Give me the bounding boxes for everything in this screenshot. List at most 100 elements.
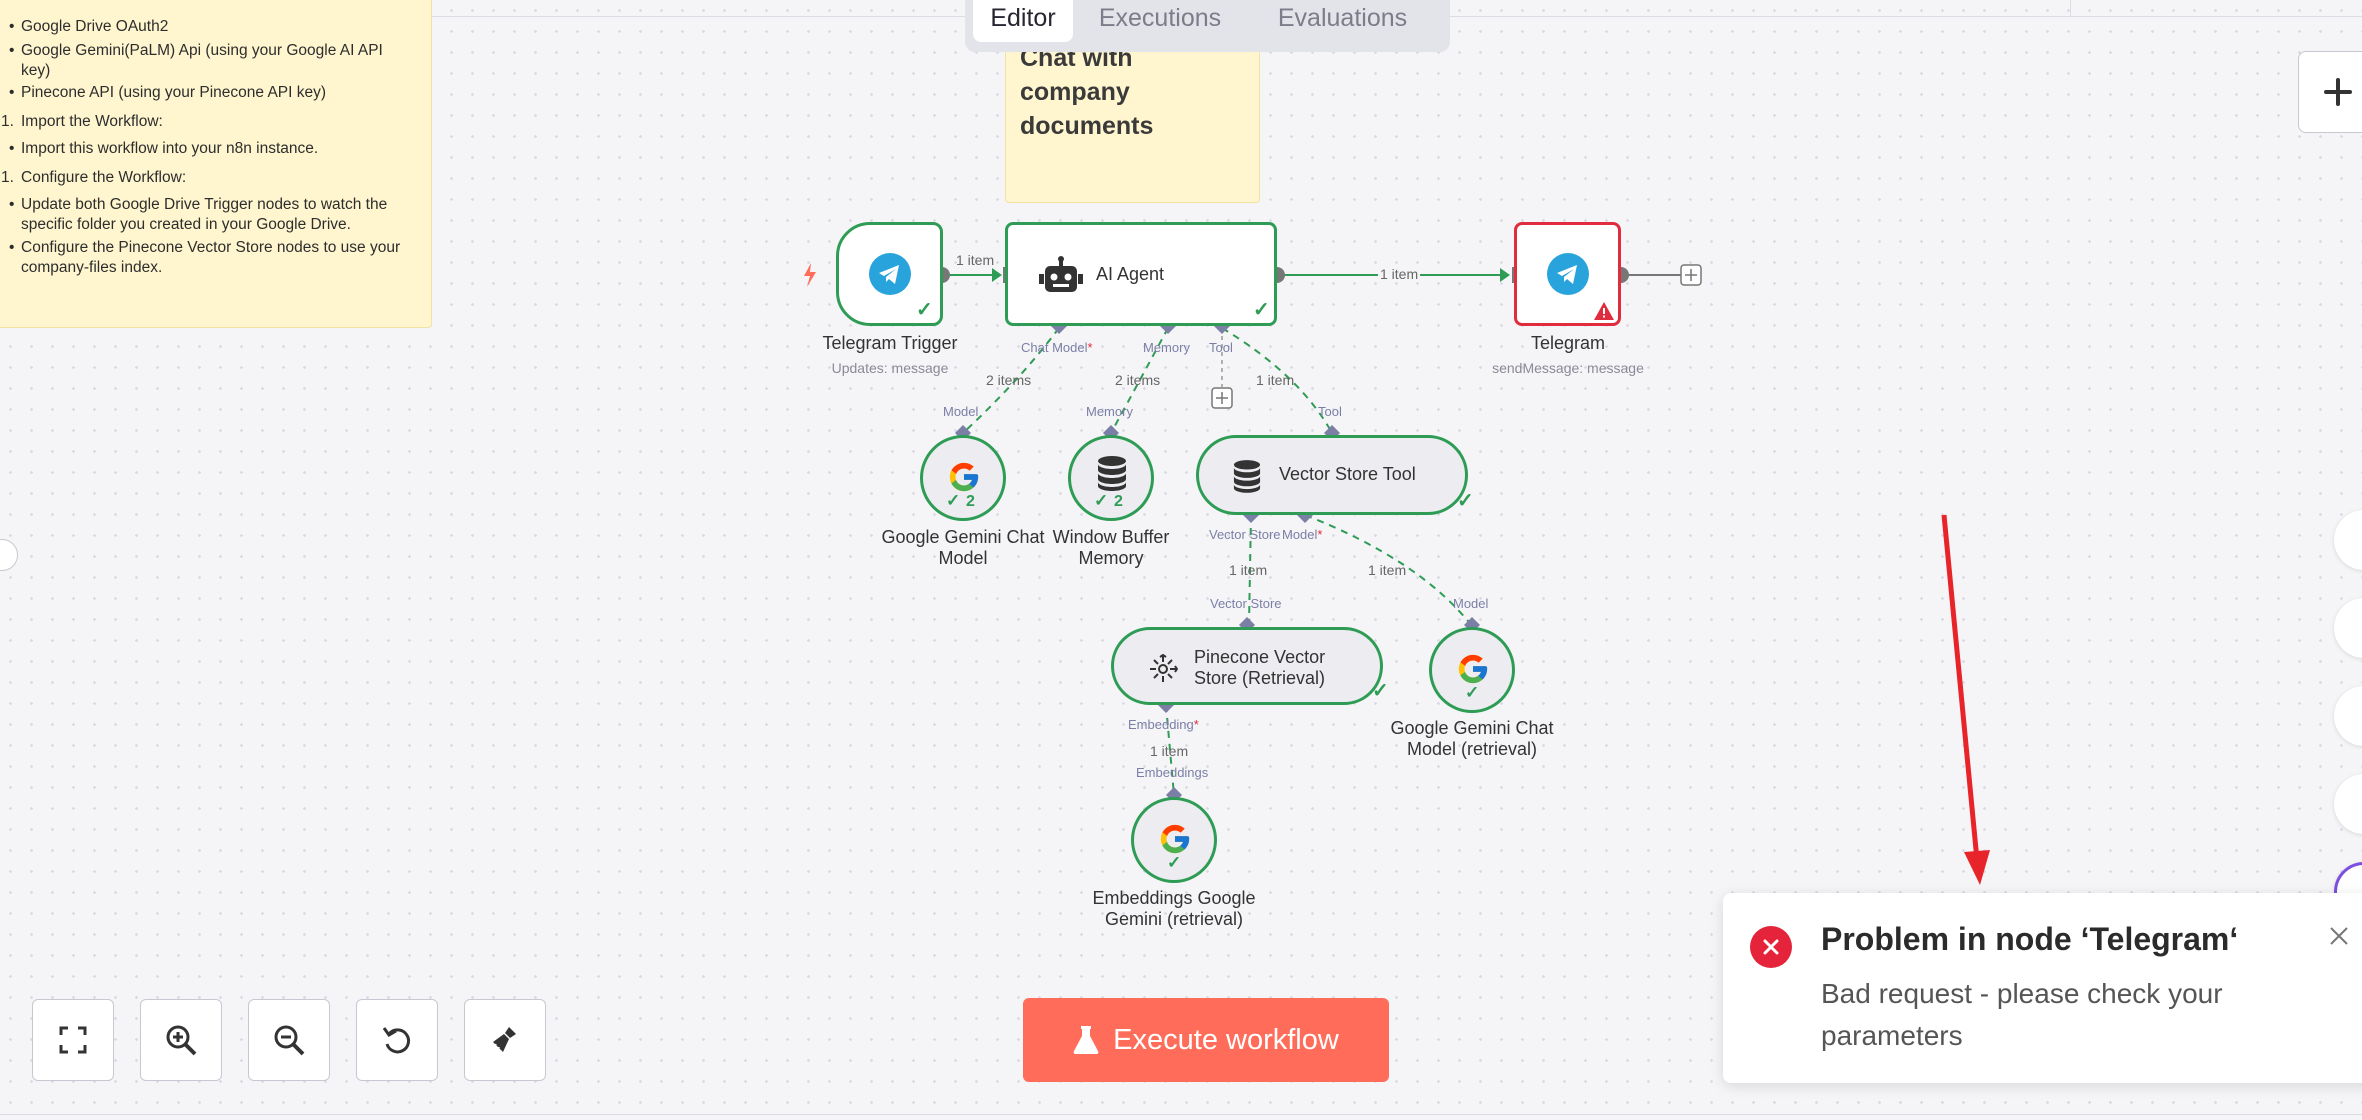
port-label-model-in: Model	[1453, 596, 1489, 611]
sticky-marker: •	[9, 42, 15, 59]
node-title-line: Model	[938, 548, 988, 568]
toast-message: Bad request - please check your paramete…	[1821, 978, 2223, 1051]
node-telegram-trigger[interactable]: ✓	[836, 222, 943, 326]
node-title-line: Embeddings Google	[1092, 888, 1256, 908]
add-node-button[interactable]	[2298, 51, 2362, 133]
sticky-line: specific folder you created in your Goog…	[21, 216, 351, 233]
node-title-vector-store-tool: Vector Store Tool	[1279, 464, 1416, 484]
node-title-line: Google Gemini Chat	[881, 527, 1045, 547]
success-check-icon: ✓	[1167, 853, 1182, 872]
execute-workflow-label: Execute workflow	[1113, 1023, 1339, 1056]
port-label-memory: Memory	[1143, 340, 1190, 355]
sticky-marker: •	[9, 196, 15, 213]
node-title-telegram-trigger: Telegram Trigger	[822, 333, 958, 353]
database-icon	[1091, 452, 1133, 494]
google-icon	[1154, 818, 1196, 860]
port-label-embeddings-in: Embeddings	[1136, 765, 1209, 780]
success-check-icon: ✓	[1253, 299, 1270, 321]
node-title-window-buffer-memory: Window Buffer Memory	[1011, 527, 1211, 569]
sticky-line: Update both Google Drive Trigger nodes t…	[21, 196, 388, 213]
node-google-gemini-chat-model[interactable]: ✓ 2	[920, 435, 1006, 521]
tab-executions[interactable]: Executions	[1098, 4, 1222, 32]
node-window-buffer-memory[interactable]: ✓ 2	[1068, 435, 1154, 521]
node-vector-store-tool[interactable]: Vector Store Tool ✓	[1196, 435, 1474, 515]
google-icon	[1452, 648, 1494, 690]
required-mark: *	[1087, 340, 1093, 355]
zoom-out-button[interactable]	[248, 999, 330, 1081]
sticky-line: key)	[21, 62, 51, 79]
google-icon	[943, 456, 985, 498]
telegram-icon	[866, 250, 914, 298]
bottom-divider	[0, 1114, 2362, 1115]
sticky-marker: 1.	[1, 169, 14, 186]
required-mark: *	[1317, 527, 1323, 542]
robot-icon	[1038, 255, 1084, 297]
required-mark: *	[1193, 717, 1199, 732]
node-title-line: Gemini (retrieval)	[1104, 909, 1244, 929]
execute-workflow-button[interactable]: Execute workflow	[1023, 998, 1389, 1082]
port-label-embedding-out: Embedding*	[1128, 717, 1199, 732]
zoom-out-icon	[274, 1025, 305, 1056]
edge-label-model-retrieval: 1 item	[1368, 562, 1407, 578]
sticky-line: Pinecone API (using your Pinecone API ke…	[21, 84, 327, 101]
node-title-google-gemini-chat-model: Google Gemini Chat Model	[863, 527, 1063, 569]
sticky-chat-title-line: documents	[1020, 112, 1154, 140]
port-label-vector-store-out: Vector Store	[1209, 527, 1281, 542]
pinecone-icon	[1146, 652, 1180, 686]
undo-icon	[382, 1027, 411, 1054]
port-label-model: Model	[943, 404, 979, 419]
sticky-chat-title-line: company	[1020, 78, 1130, 106]
port-label-tool: Tool	[1209, 340, 1233, 355]
broom-icon	[493, 1027, 516, 1054]
database-icon	[1229, 457, 1265, 495]
telegram-icon	[1544, 250, 1592, 298]
node-ai-agent[interactable]: AI Agent ✓	[1005, 222, 1277, 326]
node-subtitle-telegram: sendMessage: message	[1492, 360, 1644, 376]
node-pinecone-vector-store[interactable]: Pinecone Vector Store (Retrieval) ✓	[1111, 627, 1389, 705]
fit-view-icon	[59, 1026, 87, 1054]
sticky-marker: •	[9, 84, 15, 101]
node-title-embeddings-google-gemini: Embeddings Google Gemini (retrieval)	[1074, 888, 1274, 930]
close-icon[interactable]	[2328, 925, 2350, 952]
plus-icon	[2324, 78, 2352, 106]
success-check-icon: ✓	[946, 491, 961, 510]
reset-zoom-button[interactable]	[356, 999, 438, 1081]
sticky-marker: •	[9, 140, 15, 157]
node-title-line: Google Gemini Chat	[1390, 718, 1554, 738]
success-check-icon: ✓	[1372, 680, 1389, 702]
node-telegram[interactable]	[1514, 222, 1621, 326]
edge-label-memory: 2 items	[1115, 372, 1161, 388]
fit-view-button[interactable]	[32, 999, 114, 1081]
edge-label-tool: 1 item	[1256, 372, 1295, 388]
run-count: 2	[966, 493, 975, 510]
success-check-icon: ✓	[1457, 490, 1474, 512]
tab-evaluations[interactable]: Evaluations	[1277, 4, 1408, 32]
tab-editor[interactable]: Editor	[973, 0, 1073, 42]
port-label-memory-in: Memory	[1086, 404, 1133, 419]
sticky-line: Google Drive OAuth2	[21, 18, 169, 35]
port-label-chat-model: Chat Model*	[1021, 340, 1093, 355]
error-icon	[1750, 926, 1792, 968]
node-title-line: Model (retrieval)	[1406, 739, 1538, 759]
node-google-gemini-chat-model-retrieval[interactable]: ✓	[1429, 627, 1515, 713]
port-label-text: Embedding	[1128, 717, 1194, 732]
port-label-text: Model	[1282, 527, 1318, 542]
node-embeddings-google-gemini[interactable]: ✓	[1131, 797, 1217, 883]
sticky-note-setup[interactable]: • Google Drive OAuth2 • Google Gemini(Pa…	[0, 0, 432, 328]
tidy-up-button[interactable]	[464, 999, 546, 1081]
edge-label-vector-store: 1 item	[1229, 562, 1268, 578]
sticky-line: Google Gemini(PaLM) Api (using your Goog…	[21, 42, 383, 59]
top-divider-tick	[2070, 0, 2071, 16]
sticky-line: Configure the Pinecone Vector Store node…	[21, 239, 401, 256]
sticky-marker: •	[9, 239, 15, 256]
node-subtitle-telegram-trigger: Updates: message	[831, 360, 949, 376]
success-check-icon: ✓	[1094, 491, 1109, 510]
trigger-bolt-icon	[800, 262, 820, 288]
sticky-line: Import the Workflow:	[21, 113, 163, 130]
node-title-line: Memory	[1078, 548, 1144, 568]
edge-label-trigger-agent: 1 item	[956, 252, 995, 268]
warning-icon	[1594, 302, 1614, 320]
success-check-icon: ✓	[1465, 683, 1480, 702]
node-title-ai-agent: AI Agent	[1096, 264, 1165, 284]
zoom-in-button[interactable]	[140, 999, 222, 1081]
